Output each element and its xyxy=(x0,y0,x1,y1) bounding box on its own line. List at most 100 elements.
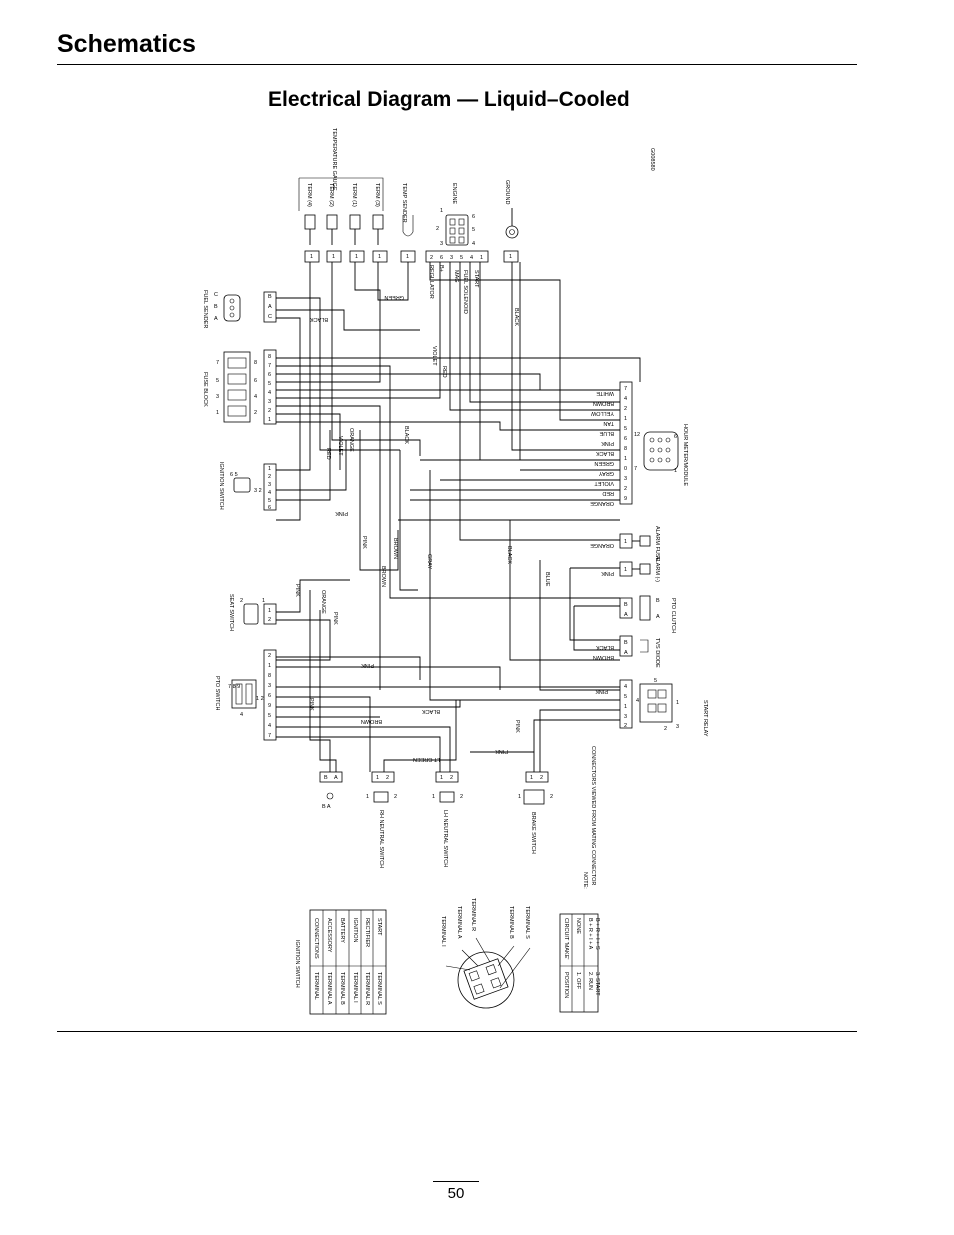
svg-text:PINK: PINK xyxy=(601,570,614,576)
svg-text:BROWN: BROWN xyxy=(593,654,614,660)
svg-text:2: 2 xyxy=(386,775,389,781)
svg-text:TERMINAL: TERMINAL xyxy=(313,972,319,1000)
svg-text:PINK: PINK xyxy=(335,510,348,516)
svg-text:TERMINAL R: TERMINAL R xyxy=(364,972,370,1005)
svg-text:SEAT SWITCH: SEAT SWITCH xyxy=(228,594,234,631)
svg-text:VIOLET: VIOLET xyxy=(337,436,343,456)
tvs-diode: BA TVS DIODE xyxy=(619,635,660,668)
svg-text:B: B xyxy=(624,602,628,608)
svg-text:CONNECTIONS: CONNECTIONS xyxy=(313,918,319,959)
svg-text:A: A xyxy=(334,775,338,781)
svg-text:TERMINAL A: TERMINAL A xyxy=(456,906,462,939)
svg-text:BROWN: BROWN xyxy=(380,566,386,587)
svg-text:2: 2 xyxy=(268,653,271,659)
connector-note: NOTE: CONNECTORS VIEWED FROM MATING CONN… xyxy=(582,746,596,889)
svg-text:1: 1 xyxy=(624,456,627,462)
svg-text:6 5: 6 5 xyxy=(230,472,238,478)
svg-text:1: 1 xyxy=(676,700,679,706)
svg-text:1: 1 xyxy=(432,794,435,800)
svg-text:3: 3 xyxy=(440,241,443,247)
svg-text:GROUND: GROUND xyxy=(504,180,510,204)
svg-text:REGULATOR: REGULATOR xyxy=(428,265,434,299)
svg-text:5: 5 xyxy=(216,378,219,384)
svg-text:4: 4 xyxy=(624,396,627,402)
svg-text:1: 1 xyxy=(530,775,533,781)
svg-text:TERMINAL S: TERMINAL S xyxy=(524,906,530,939)
svg-text:5: 5 xyxy=(624,694,627,700)
svg-text:ENGINE: ENGINE xyxy=(451,183,457,204)
svg-text:IGNITION SWITCH: IGNITION SWITCH xyxy=(218,462,224,510)
svg-text:PTO SWITCH: PTO SWITCH xyxy=(214,676,220,710)
svg-text:1: 1 xyxy=(509,254,512,260)
svg-text:7 8 9: 7 8 9 xyxy=(228,684,240,690)
svg-text:BLACK: BLACK xyxy=(596,450,614,456)
engine-pin-labels: 2 6 3 5 4 1 REGULATOR B+ MAG FUEL SOLENO… xyxy=(428,255,483,314)
svg-text:PINK: PINK xyxy=(308,698,314,711)
svg-text:BLUE: BLUE xyxy=(544,572,550,587)
svg-text:3: 3 xyxy=(624,714,627,720)
svg-text:1: 1 xyxy=(268,417,271,423)
svg-text:A: A xyxy=(214,316,218,322)
svg-text:A: A xyxy=(624,612,628,618)
svg-text:1: 1 xyxy=(440,208,443,214)
alarm-fuse: 1 ALARM FUSE xyxy=(619,526,660,561)
svg-text:B: B xyxy=(324,775,328,781)
svg-text:ORANGE: ORANGE xyxy=(348,428,354,452)
svg-text:GREEN: GREEN xyxy=(594,460,614,466)
svg-text:B+: B+ xyxy=(438,265,444,272)
svg-text:TERMINAL B: TERMINAL B xyxy=(339,972,345,1005)
svg-text:7: 7 xyxy=(624,386,627,392)
svg-text:ALARM FUSE: ALARM FUSE xyxy=(654,526,660,561)
svg-text:PINK: PINK xyxy=(332,612,338,625)
svg-text:2: 2 xyxy=(624,486,627,492)
svg-text:2: 2 xyxy=(430,255,433,261)
svg-text:NONE: NONE xyxy=(575,918,581,934)
svg-text:B + R + I + S: B + R + I + S xyxy=(594,918,600,950)
svg-text:ACCESSORY: ACCESSORY xyxy=(326,918,332,953)
svg-text:2: 2 xyxy=(268,617,271,623)
svg-text:2: 2 xyxy=(436,226,439,232)
svg-text:IGNITION SWITCH: IGNITION SWITCH xyxy=(294,940,300,988)
ground-terminal: GROUND 1 xyxy=(503,180,519,263)
svg-text:6: 6 xyxy=(268,505,271,511)
svg-text:PINK: PINK xyxy=(361,662,374,668)
svg-text:TERM (3): TERM (3) xyxy=(374,183,380,207)
svg-text:7: 7 xyxy=(216,360,219,366)
svg-text:CONNECTORS VIEWED FROM MATING: CONNECTORS VIEWED FROM MATING CONNECTOR xyxy=(590,746,596,885)
svg-text:TERM (4): TERM (4) xyxy=(306,183,312,207)
svg-text:PINK: PINK xyxy=(601,440,614,446)
svg-text:B: B xyxy=(656,598,660,604)
term2-connector: TERM (2) 1 xyxy=(326,183,342,263)
svg-text:RH NEUTRAL SWITCH: RH NEUTRAL SWITCH xyxy=(378,810,384,868)
svg-text:MAG: MAG xyxy=(453,270,459,283)
svg-text:START RELAY: START RELAY xyxy=(702,700,708,737)
svg-text:1: 1 xyxy=(310,254,313,260)
svg-text:ORANGE: ORANGE xyxy=(590,500,614,506)
svg-text:2: 2 xyxy=(540,775,543,781)
svg-text:5: 5 xyxy=(268,713,271,719)
svg-text:1: 1 xyxy=(366,794,369,800)
svg-text:2: 2 xyxy=(624,723,627,729)
engine-connector: ENGINE 1 2 3 4 5 6 xyxy=(425,183,489,263)
svg-text:BROWN: BROWN xyxy=(392,538,398,559)
svg-text:9: 9 xyxy=(624,496,627,502)
svg-text:6: 6 xyxy=(440,255,443,261)
ignition-switch-table: IGNITION SWITCH TERMINAL CONNECTIONS TER… xyxy=(294,909,387,1015)
svg-text:3: 3 xyxy=(450,255,453,261)
svg-text:2: 2 xyxy=(394,794,397,800)
svg-text:6: 6 xyxy=(268,372,271,378)
svg-text:0: 0 xyxy=(624,466,627,472)
svg-text:A: A xyxy=(656,614,660,620)
svg-text:8: 8 xyxy=(624,446,627,452)
svg-text:1: 1 xyxy=(262,598,265,604)
svg-text:PINK: PINK xyxy=(514,720,520,733)
svg-text:5: 5 xyxy=(472,227,475,233)
page-number: 50 xyxy=(447,1185,465,1202)
svg-text:IGNITION: IGNITION xyxy=(352,918,358,942)
svg-text:B: B xyxy=(624,640,628,646)
svg-text:ORANGE: ORANGE xyxy=(320,590,326,614)
